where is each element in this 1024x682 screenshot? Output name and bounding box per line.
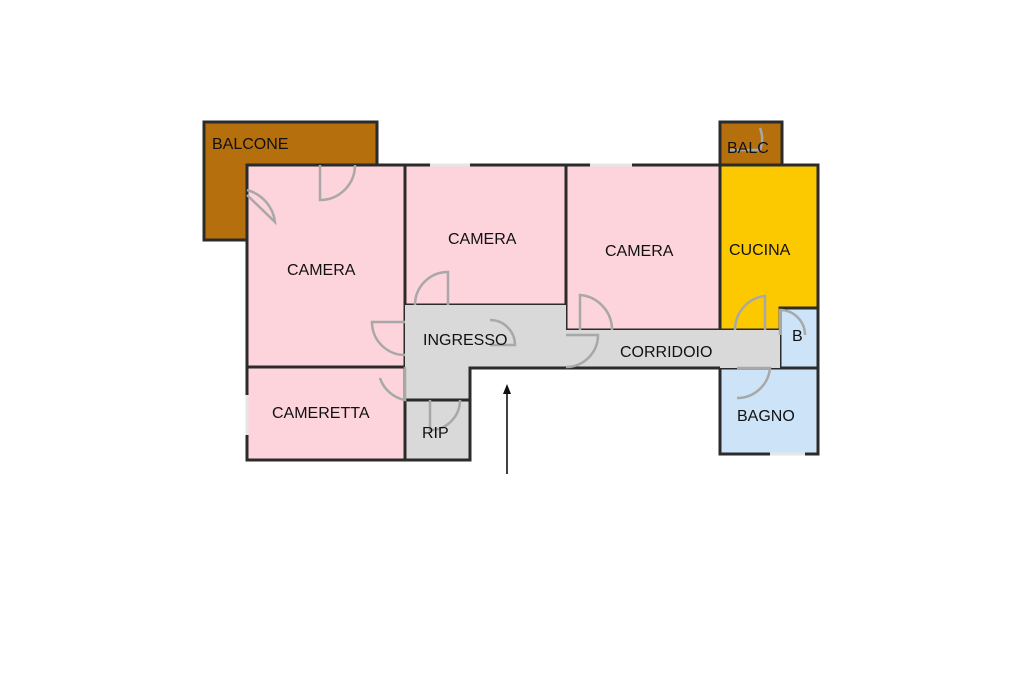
label-camera-right: CAMERA: [605, 243, 674, 260]
label-cucina: CUCINA: [729, 242, 791, 259]
label-rip: RIP: [422, 425, 449, 442]
door-swing: [489, 318, 517, 347]
entrance-arrow-head: [503, 384, 511, 394]
door-swing: [246, 188, 277, 226]
door-swing: [736, 366, 772, 400]
room-corridoio: [566, 330, 780, 368]
label-b: B: [792, 328, 803, 345]
door-swing: [378, 367, 407, 402]
door-swing: [413, 270, 450, 306]
door-swing: [730, 127, 764, 152]
door-swing: [733, 294, 767, 331]
label-ingresso: INGRESSO: [423, 332, 507, 349]
label-balcone: BALCONE: [212, 136, 288, 153]
door-swing: [428, 399, 462, 432]
door-swing: [578, 293, 614, 331]
label-camera-mid: CAMERA: [448, 231, 517, 248]
door-swing: [370, 320, 406, 357]
door-swing: [318, 164, 357, 202]
label-bagno: BAGNO: [737, 408, 795, 425]
hall-wall: [468, 366, 720, 460]
label-corridoio: CORRIDOIO: [620, 344, 712, 361]
room-bagno: [718, 366, 820, 456]
door-swing: [778, 308, 807, 336]
label-camera-left: CAMERA: [287, 262, 356, 279]
door-swing: [565, 333, 600, 369]
label-balc: BALC: [727, 140, 769, 157]
label-cameretta: CAMERETTA: [272, 405, 370, 422]
